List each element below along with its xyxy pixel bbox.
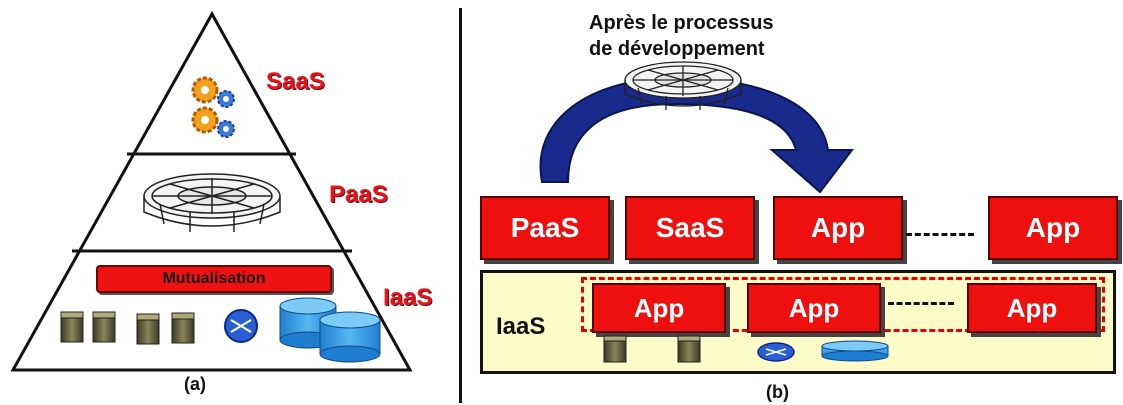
box-app: App [773,196,903,260]
server-icon [60,311,84,343]
box-app: App [747,283,881,333]
router-icon [224,309,258,343]
server-icon [677,335,701,363]
box-app: App [592,283,726,333]
caption-b: (b) [766,382,789,402]
box-saas: SaaS [625,196,755,260]
box-paas: PaaS [480,196,610,260]
router-icon [757,342,795,362]
layer-label-iaas: IaaS [383,284,433,311]
box-app: App [988,196,1118,260]
storage-disk-icon [821,340,889,362]
gears-icon [191,106,235,138]
curved-arrow-icon [539,76,855,194]
dashed-connector [888,302,954,305]
iaas-label: IaaS [496,313,546,340]
box-app: App [967,283,1097,333]
platform-wheel-icon [143,173,281,232]
layer-label-paas: PaaS [329,181,388,208]
server-icon [92,311,116,343]
server-icon [136,313,160,345]
process-title-line2: de développement [589,38,765,60]
server-icon [603,335,627,363]
panel-separator [459,8,462,403]
server-icon [171,312,195,344]
database-icon [319,311,381,363]
layer-label-saas: SaaS [266,68,325,95]
platform-wheel-icon [624,61,742,110]
gears-icon [191,76,235,108]
dashed-connector [906,233,974,236]
mutualisation-bar: Mutualisation [96,265,332,293]
mutualisation-label: Mutualisation [162,270,266,287]
process-graphic [539,61,855,194]
pyramid-diagram [10,10,413,372]
iaas-resources [603,335,889,363]
process-title-line1: Après le processus [589,12,774,34]
caption-a: (a) [184,374,206,394]
